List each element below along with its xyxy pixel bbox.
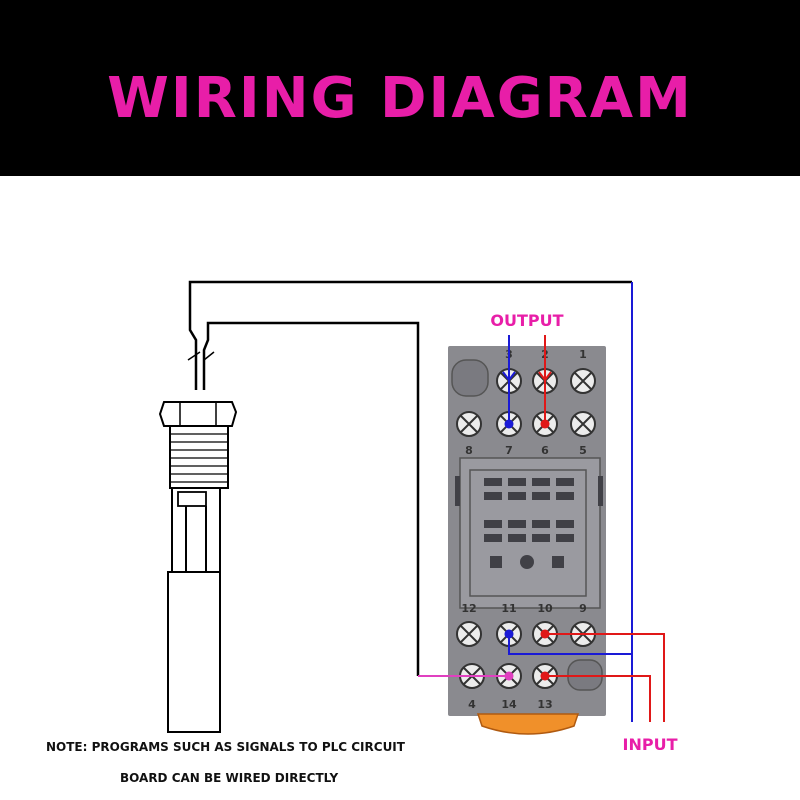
terminal-number: 1 — [579, 348, 587, 361]
note-line-1: NOTE: PROGRAMS SUCH AS SIGNALS TO PLC CI… — [46, 740, 405, 754]
note-line-2: BOARD CAN BE WIRED DIRECTLY — [120, 771, 339, 785]
terminal-number: 13 — [537, 698, 552, 711]
terminal-number: 14 — [501, 698, 517, 711]
input-wires — [418, 282, 665, 722]
wire-connection-dots — [502, 371, 552, 681]
input-label: INPUT — [623, 735, 678, 754]
terminal-number: 6 — [541, 444, 549, 457]
output-label: OUTPUT — [490, 311, 563, 330]
terminal-number: 10 — [537, 602, 553, 615]
float-sensor — [158, 280, 632, 733]
header-bar: WIRING DIAGRAM — [0, 0, 800, 176]
terminal-number: 9 — [579, 602, 587, 615]
terminal-number: 5 — [579, 444, 587, 457]
terminal-number: 4 — [468, 698, 476, 711]
terminal-number: 7 — [505, 444, 513, 457]
terminal-number: 12 — [461, 602, 476, 615]
terminal-number: 8 — [465, 444, 473, 457]
terminal-number: 11 — [501, 602, 516, 615]
page-title: WIRING DIAGRAM — [107, 66, 693, 131]
relay-socket — [448, 346, 606, 735]
